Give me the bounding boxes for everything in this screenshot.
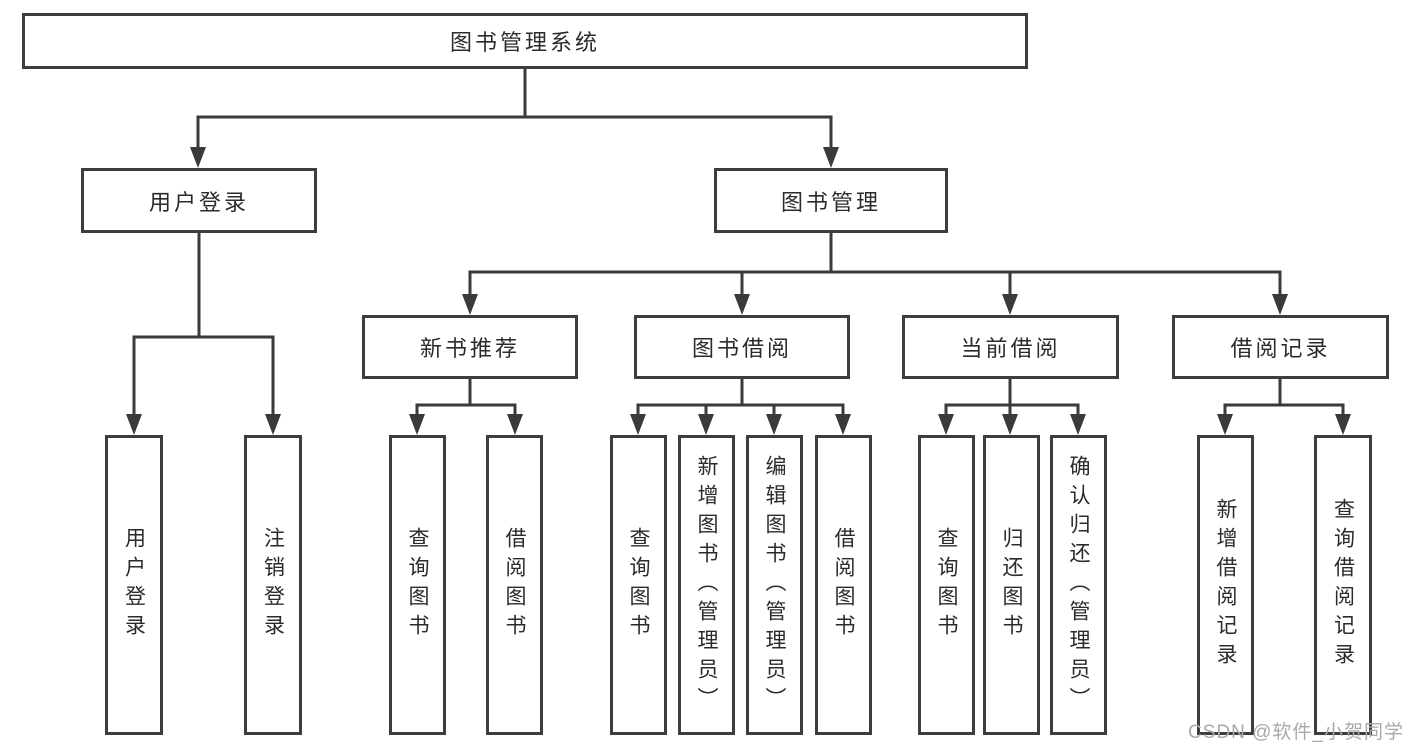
node-new-book-recommend: 新书推荐 xyxy=(362,315,578,379)
arrowhead-leaf-user-login xyxy=(126,414,142,435)
connector-lines xyxy=(132,69,1345,422)
arrowhead-cb-return xyxy=(1002,414,1018,435)
leaf-nb-borrow-books: 借阅图书 xyxy=(486,435,543,735)
connector-new-book-to-leaves xyxy=(415,379,517,422)
leaf-cb-return-books: 归还图书 xyxy=(983,435,1040,735)
node-current-borrow: 当前借阅 xyxy=(902,315,1119,379)
node-book-management: 图书管理 xyxy=(714,168,948,233)
arrowhead-borrow-records xyxy=(1272,294,1288,315)
leaf-br-add-record: 新增借阅记录 xyxy=(1197,435,1254,735)
leaf-cb-query-books: 查询图书 xyxy=(918,435,975,735)
arrowhead-book-borrow xyxy=(734,294,750,315)
arrowhead-new-book-rec xyxy=(462,294,478,315)
connector-book-mgmt-to-level2 xyxy=(468,233,1282,298)
leaf-bb-add-books-admin: 新增图书（管理员） xyxy=(678,435,735,735)
leaf-logout: 注销登录 xyxy=(244,435,302,735)
node-borrow-records: 借阅记录 xyxy=(1172,315,1389,379)
leaf-bb-query-books: 查询图书 xyxy=(610,435,667,735)
arrowhead-br-add xyxy=(1217,414,1233,435)
connector-user-login-to-leaves xyxy=(132,233,275,420)
leaf-bb-borrow-books: 借阅图书 xyxy=(815,435,872,735)
arrowhead-user-login xyxy=(190,147,206,168)
arrowhead-leaf-logout xyxy=(265,414,281,435)
node-book-borrow: 图书借阅 xyxy=(634,315,850,379)
arrowhead-bb-add xyxy=(698,414,714,435)
arrowhead-bb-query xyxy=(630,414,646,435)
node-user-login: 用户登录 xyxy=(81,168,317,233)
node-system-root: 图书管理系统 xyxy=(22,13,1028,69)
connector-borrow-records-to-leaves xyxy=(1223,379,1345,422)
leaf-br-query-record: 查询借阅记录 xyxy=(1314,435,1372,735)
arrowhead-br-query xyxy=(1335,414,1351,435)
leaf-nb-query-books: 查询图书 xyxy=(389,435,446,735)
connector-book-borrow-to-leaves xyxy=(636,379,845,422)
arrowheads xyxy=(126,147,1351,435)
arrowhead-cb-query xyxy=(938,414,954,435)
connector-root-to-level1 xyxy=(196,69,833,150)
arrowhead-bb-edit xyxy=(766,414,782,435)
arrowhead-nb-borrow xyxy=(507,414,523,435)
leaf-cb-confirm-return-admin: 确认归还（管理员） xyxy=(1050,435,1107,735)
arrowhead-current-borrow xyxy=(1002,294,1018,315)
arrowhead-cb-confirm xyxy=(1070,414,1086,435)
leaf-user-login: 用户登录 xyxy=(105,435,163,735)
arrowhead-nb-query xyxy=(409,414,425,435)
arrowhead-book-mgmt xyxy=(823,147,839,168)
csdn-watermark: CSDN @软件_小贺同学 xyxy=(1188,722,1404,743)
arrowhead-bb-borrow xyxy=(835,414,851,435)
leaf-bb-edit-books-admin: 编辑图书（管理员） xyxy=(746,435,803,735)
